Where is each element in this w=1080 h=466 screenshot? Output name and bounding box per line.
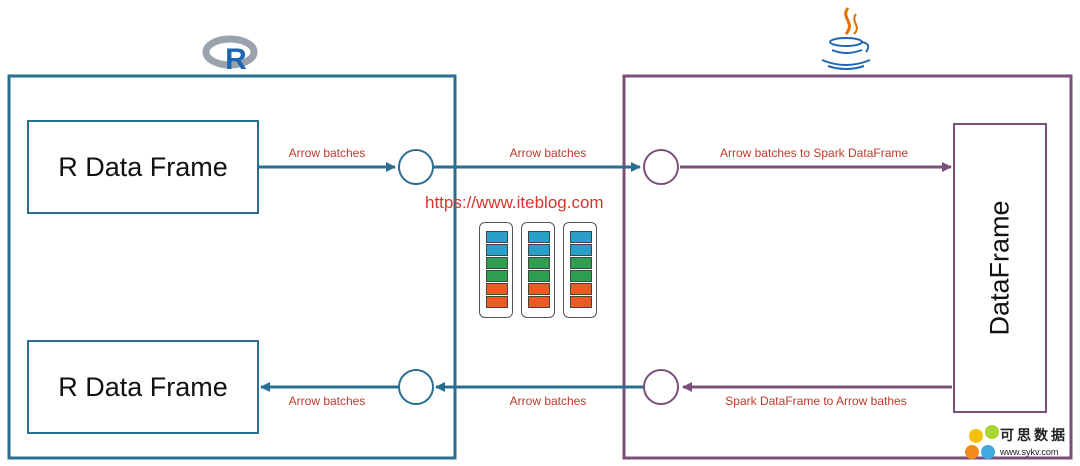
corner-logo-url: www.sykv.com — [1000, 447, 1059, 457]
port-jvm-bottom — [643, 369, 679, 405]
arrow-batch-cell — [486, 244, 508, 256]
r-data-frame-bottom: R Data Frame — [27, 340, 259, 434]
arrow-batch-cell — [528, 270, 550, 282]
arrow-batch-column — [521, 222, 555, 318]
label-bottom-left: Arrow batches — [288, 394, 366, 408]
label-bottom-right: Spark DataFrame to Arrow bathes — [725, 394, 907, 408]
label-top-left: Arrow batches — [288, 146, 366, 160]
arrow-batch-cell — [486, 296, 508, 308]
arrow-batch-cell — [486, 257, 508, 269]
corner-logo-text: 可思数据 — [1000, 427, 1068, 443]
arrow-batch-cell — [570, 244, 592, 256]
arrow-batch-cell — [528, 231, 550, 243]
arrow-batch-column — [563, 222, 597, 318]
arrow-batch-cell — [570, 257, 592, 269]
arrow-batch-cell — [570, 296, 592, 308]
port-jvm-top — [643, 149, 679, 185]
port-r-bottom — [398, 369, 434, 405]
r-data-frame-top-label: R Data Frame — [58, 151, 228, 182]
arrow-batch-cell — [528, 296, 550, 308]
r-data-frame-bottom-label: R Data Frame — [58, 371, 228, 402]
corner-logo-icon — [965, 425, 999, 459]
label-bottom-middle: Arrow batches — [509, 394, 587, 408]
arrow-batch-cell — [486, 270, 508, 282]
arrow-batch-cell — [570, 270, 592, 282]
spark-dataframe-box: DataFrame — [953, 123, 1047, 413]
svg-text:R: R — [225, 43, 247, 76]
port-r-top — [398, 149, 434, 185]
arrow-batch-cell — [528, 283, 550, 295]
r-data-frame-top: R Data Frame — [27, 120, 259, 214]
r-logo-icon: R — [202, 35, 258, 76]
arrow-batch-column — [479, 222, 513, 318]
watermark-url: https://www.iteblog.com — [425, 193, 604, 212]
java-logo-icon — [821, 7, 871, 70]
arrow-batch-cell — [528, 244, 550, 256]
arrow-batch-cell — [528, 257, 550, 269]
arrow-batch-cell — [486, 231, 508, 243]
spark-dataframe-label: DataFrame — [984, 200, 1015, 336]
label-top-middle: Arrow batches — [509, 146, 587, 160]
arrow-batch-cell — [486, 283, 508, 295]
arrow-batch-cell — [570, 231, 592, 243]
jvm-process-box — [622, 74, 1073, 460]
r-process-box — [7, 74, 457, 460]
arrow-batch-cell — [570, 283, 592, 295]
label-top-right: Arrow batches to Spark DataFrame — [719, 146, 909, 160]
